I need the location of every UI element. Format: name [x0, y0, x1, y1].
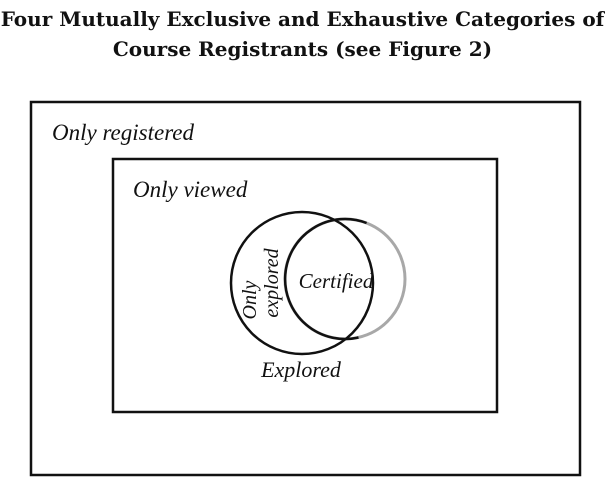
- only-viewed-label: Only viewed: [133, 177, 248, 202]
- title-line-1: Four Mutually Exclusive and Exhaustive C…: [0, 7, 605, 31]
- only-viewed-box: [111, 157, 499, 414]
- certified-label: Certified: [299, 269, 374, 293]
- explored-circle: [229, 210, 375, 356]
- title-line-2: Course Registrants (see Figure 2): [112, 37, 493, 61]
- explored-label: Explored: [260, 357, 342, 382]
- certified-arc: [283, 217, 368, 341]
- only-registered-label: Only registered: [52, 120, 195, 145]
- only-explored-label-line-1: Only: [239, 280, 261, 319]
- only-explored-label-line-2: explored: [261, 247, 283, 317]
- only-registered-box: [29, 100, 582, 477]
- page-title: Four Mutually Exclusive and Exhaustive C…: [0, 4, 605, 64]
